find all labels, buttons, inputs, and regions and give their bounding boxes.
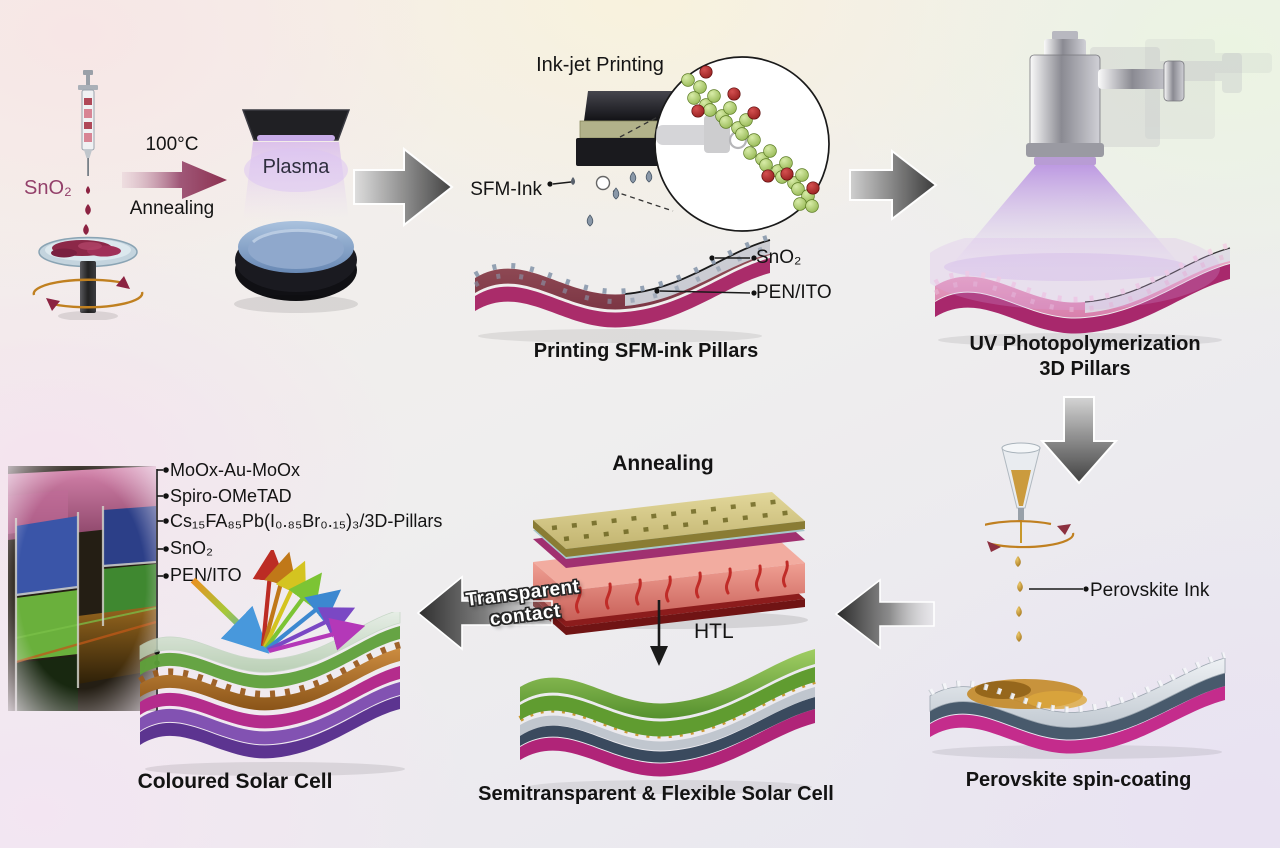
annealing-process-label: Annealing	[129, 198, 215, 219]
process-arrow-right-icon	[849, 148, 938, 222]
layer-label-penito: PEN/ITO	[170, 565, 242, 585]
perovskite-droplets-icon	[1015, 556, 1023, 642]
incident-light-arrow	[190, 577, 270, 654]
perovskite-dropper-icon	[985, 442, 1089, 642]
rainbow-reflection-icon	[190, 550, 365, 654]
process-arrow-down-icon	[1040, 396, 1119, 485]
sfm-ink-droplets-icon	[570, 170, 653, 227]
process-arrow-right-icon	[353, 146, 454, 228]
film-layer	[475, 240, 770, 310]
penito-layer	[475, 258, 770, 328]
sno2-layer-label: SnO₂	[756, 247, 802, 268]
inkjet-printing-title: Ink-jet Printing	[536, 54, 664, 76]
pillar-dots	[473, 234, 771, 295]
substrate-sfm-pillars	[473, 234, 771, 343]
ink-droplets-icon	[83, 186, 91, 235]
substrate-perovskite	[928, 651, 1226, 759]
perovskite-caption: Perovskite spin-coating	[965, 769, 1192, 791]
zoom-callout-lines	[612, 111, 674, 212]
plasma-device-icon	[234, 109, 358, 313]
process-arrow-left-icon	[834, 578, 935, 650]
rotation-arrow-icon	[32, 278, 144, 309]
plasma-device-label: Plasma	[262, 156, 330, 178]
annealing-arrow-icon	[122, 161, 227, 199]
htl-label: HTL	[694, 620, 734, 643]
printing-caption: Printing SFM-ink Pillars	[533, 340, 759, 362]
heat-hooks-icon	[574, 560, 789, 614]
substrate-coloured-cell	[138, 612, 405, 776]
nozzle-ghost-icon	[656, 115, 748, 153]
coloured-caption: Coloured Solar Cell	[137, 770, 333, 793]
substrate-uv-pillars	[930, 238, 1231, 347]
plasma-lamp-icon	[241, 109, 351, 141]
molecule-zoom-icon	[654, 56, 830, 232]
layer-label-perovskite: Cs₁₅FA₈₅Pb(I₀.₈₅Br₀.₁₅)₃/3D-Pillars	[170, 511, 443, 531]
annealing-temp-label: 100°C	[145, 134, 199, 155]
spin-coater-icon	[32, 70, 144, 320]
syringe-icon	[78, 70, 98, 176]
uv-caption: UV Photopolymerization 3D Pillars	[969, 333, 1201, 380]
dispersed-light-arrows	[252, 550, 365, 654]
crosslinker-beads-icon	[691, 65, 820, 195]
uv-lamp-icon	[944, 31, 1272, 281]
htl-arrow-icon	[650, 600, 668, 666]
transparent-contact-arrow-icon	[416, 575, 553, 651]
annealing-title: Annealing	[612, 452, 714, 475]
glass-facade-photo	[8, 466, 156, 711]
layer-label-moox: MoOx-Au-MoOx	[170, 460, 301, 480]
plasma-puck-icon	[234, 221, 358, 313]
uv-light-cone-icon	[950, 165, 1182, 267]
layer-label-spiro: Spiro-OMeTAD	[170, 486, 292, 506]
semitransparent-caption: Semitransparent & Flexible Solar Cell	[478, 783, 834, 805]
penito-layer-label: PEN/ITO	[756, 282, 832, 303]
layer-label-sno2: SnO₂	[170, 538, 214, 558]
rotation-arrow-icon	[985, 520, 1075, 549]
spin-dish-icon	[38, 236, 138, 320]
sfm-ink-label: SFM-Ink	[470, 179, 542, 200]
substrate-semitransparent	[518, 649, 816, 794]
annealing-stack-icon	[532, 492, 808, 635]
sno2-material-label: SnO₂	[24, 177, 72, 199]
perovskite-ink-label: Perovskite Ink	[1090, 580, 1210, 601]
